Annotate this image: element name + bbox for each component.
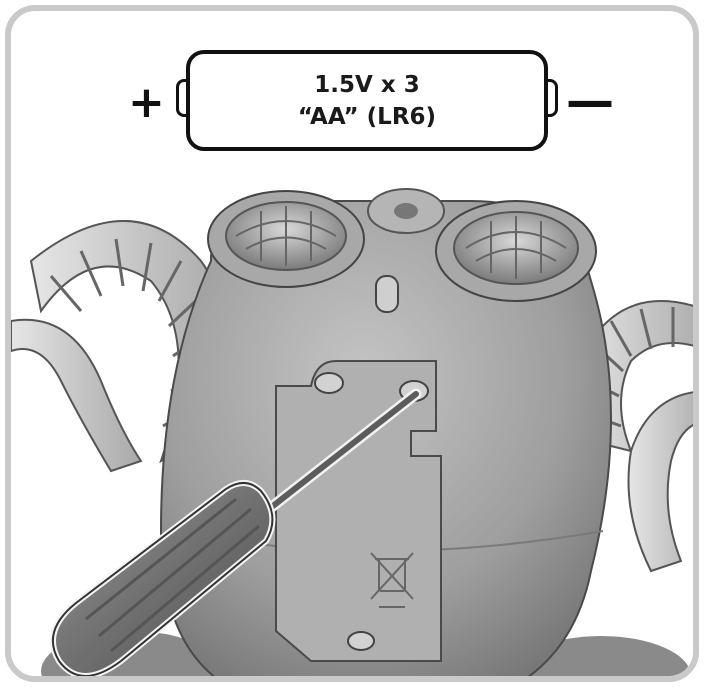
- minus-symbol: —: [566, 77, 614, 125]
- instruction-frame: 1.5V x 3 “AA” (LR6) + —: [5, 5, 699, 682]
- battery-spec-label: 1.5V x 3 “AA” (LR6): [186, 50, 548, 151]
- battery-compartment-cover: [276, 361, 441, 661]
- plus-symbol: +: [128, 81, 165, 125]
- battery-voltage-count: 1.5V x 3: [314, 69, 419, 101]
- battery-type: “AA” (LR6): [298, 101, 436, 133]
